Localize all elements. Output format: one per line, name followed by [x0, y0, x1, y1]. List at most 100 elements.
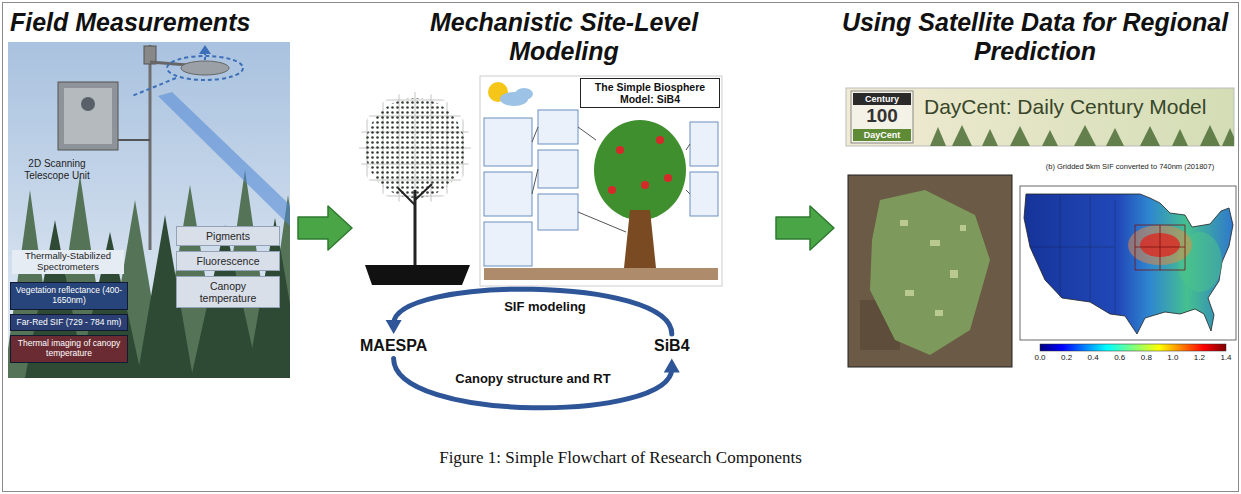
colorbar-tick: 0.0 — [1028, 353, 1052, 362]
daycent-banner-art — [846, 88, 1234, 146]
field-illustration — [149, 45, 152, 250]
field-illustration — [158, 92, 290, 226]
daycent-banner-art — [1074, 125, 1096, 146]
box-label: The Simple Biosphere Model: SiB4 — [585, 81, 715, 105]
us-sif-map — [1030, 196, 1115, 314]
field-illustration — [64, 88, 112, 144]
box-label: Fluorescence — [182, 255, 274, 267]
tree-voxel-model — [414, 190, 417, 265]
section-heading: Using Satellite Data for Regional Predic… — [834, 6, 1236, 68]
logo-text: Century — [853, 93, 911, 105]
us-sif-map — [1020, 186, 1236, 351]
sib4-illustration — [690, 172, 718, 216]
section-panel: Using Satellite Data for Regional Predic… — [834, 6, 1236, 374]
block-arrow — [298, 206, 352, 250]
sib4-illustration — [480, 76, 722, 286]
feature-box: Fluorescence — [176, 251, 280, 271]
us-sif-map — [1024, 194, 1233, 334]
sib4-illustration — [515, 88, 533, 100]
satellite-field-map — [935, 310, 943, 316]
daycent-banner-art — [1042, 130, 1058, 146]
sib4-illustration — [484, 118, 532, 166]
sib4-illustration — [656, 136, 664, 144]
sib4-illustration — [624, 210, 656, 268]
sib4-illustration — [538, 110, 578, 144]
sib4-illustration — [484, 268, 718, 280]
logo-text: DayCent — [853, 129, 911, 141]
field-illustration — [8, 42, 290, 378]
field-illustration — [118, 139, 150, 141]
tree-voxel-model — [398, 188, 415, 205]
colorbar-tick: 0.6 — [1108, 353, 1132, 362]
block-arrow — [776, 206, 834, 250]
field-illustration — [132, 78, 176, 96]
model-name: SiB4 — [652, 336, 692, 356]
instrument-label: 2D Scanning Telescope Unit — [14, 158, 100, 181]
sib4-illustration — [594, 120, 686, 220]
feature-box: Pigments — [176, 226, 280, 246]
tree-voxel-model — [357, 90, 473, 206]
connector-arrow — [394, 358, 680, 407]
sib4-illustration — [664, 174, 672, 182]
spectrometer-box: Far-Red SIF (729 - 784 nm) — [10, 314, 128, 332]
sib4-illustration — [616, 146, 624, 154]
figure-caption: Figure 1: Simple Flowchart of Research C… — [0, 448, 1241, 468]
tree-voxel-model — [365, 265, 470, 285]
section-heading: Mechanistic Site-Level Modeling — [404, 6, 724, 68]
model-label: MAESPA — [360, 337, 427, 355]
sib4-illustration — [538, 150, 578, 188]
sib4-illustration — [484, 110, 718, 266]
satellite-field-map — [900, 220, 908, 226]
satellite-field-map — [870, 190, 990, 355]
us-sif-map — [1040, 344, 1226, 351]
daycent-banner-art — [853, 93, 911, 105]
daycent-banner-art — [1200, 125, 1220, 146]
daycent-banner-art — [952, 125, 972, 146]
us-sif-map — [1135, 225, 1185, 270]
tree-voxel-model — [415, 184, 432, 200]
connector-arrow — [776, 206, 834, 250]
daycent-banner-art — [930, 127, 946, 146]
field-illustration — [181, 61, 229, 75]
sib4-illustration — [641, 181, 649, 189]
section-panel: Mechanistic Site-Level ModelingThe Simpl… — [352, 6, 776, 420]
daycent-banner-art — [1106, 128, 1124, 146]
daycent-banner-art — [1010, 126, 1030, 146]
daycent-banner-art — [1140, 126, 1160, 146]
box-label: Pigments — [182, 230, 274, 242]
sib4-illustration — [608, 136, 672, 194]
daycent-banner-art — [930, 125, 1234, 146]
tree-voxel-model — [357, 90, 473, 206]
satellite-field-map — [960, 225, 966, 231]
edge-label: Canopy structure and RT — [453, 372, 612, 387]
banner-title: DayCent: Daily Century Model — [924, 95, 1226, 119]
daycent-banner-art — [1222, 128, 1234, 146]
colorbar-tick: 0.2 — [1055, 353, 1079, 362]
logo-text: 100 — [853, 105, 911, 127]
spectrometer-box: Vegetation reflectance (400-1650nm) — [10, 282, 128, 310]
connector-arrow — [298, 206, 352, 250]
daycent-banner-art — [846, 88, 1238, 146]
section-heading: Field Measurements — [6, 6, 298, 39]
daycent-banner-art — [851, 91, 913, 143]
satellite-field-map — [950, 270, 958, 278]
box-label: Far-Red SIF (729 - 784 nm) — [15, 318, 123, 328]
us-sif-map — [1020, 186, 1236, 340]
field-illustration — [204, 53, 206, 60]
field-illustration — [81, 97, 95, 111]
spectrometer-box: Thermal imaging of canopy temperature — [10, 335, 128, 363]
field-illustration — [199, 45, 211, 54]
daycent-banner-art — [1172, 129, 1188, 146]
map-title: (b) Gridded 5km SIF converted to 740nm (… — [1030, 163, 1230, 172]
sib4-illustration — [484, 222, 532, 266]
arrow-head — [664, 358, 680, 372]
field-illustration — [8, 42, 290, 378]
sib4-illustration — [484, 172, 532, 216]
tree-voxel-model — [357, 90, 473, 285]
curved-arrow — [394, 289, 672, 334]
daycent-banner-art — [982, 129, 998, 146]
figure-border — [3, 3, 1239, 492]
sib4-illustration — [538, 194, 578, 230]
